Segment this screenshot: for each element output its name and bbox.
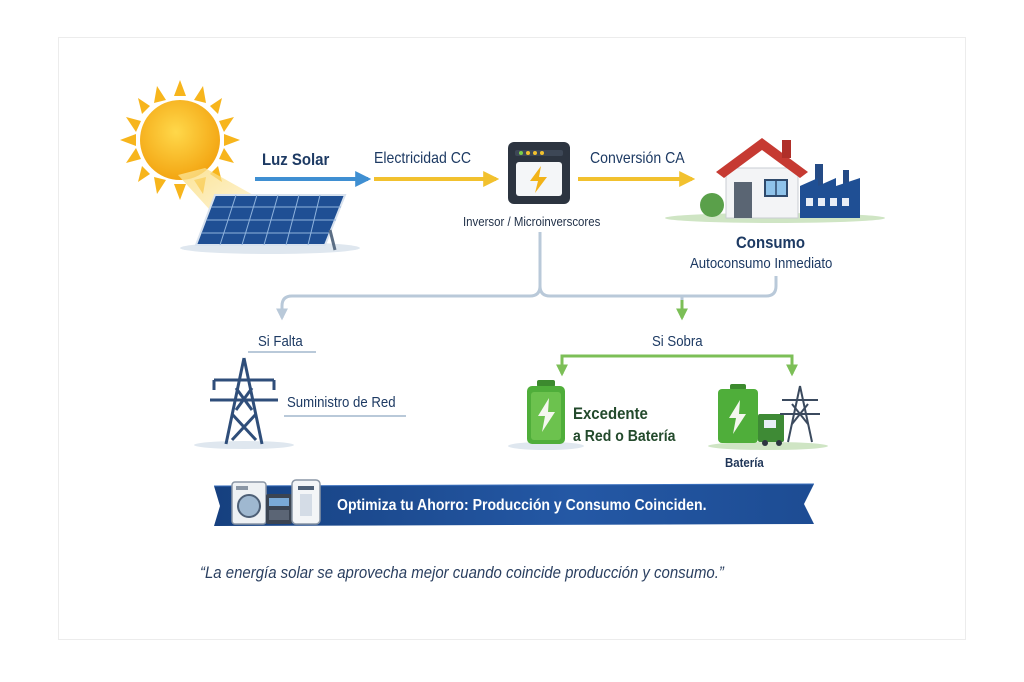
surplus-lines [560,354,794,372]
ac-conversion-label: Conversión CA [590,150,685,167]
power-tower-icon [780,385,820,443]
distribution-lines [276,232,778,321]
quote-text: “La energía solar se aprovecha mejor cua… [200,563,724,582]
shortfall-label: Si Falta [258,333,303,350]
excess-label-line2: a Red o Batería [573,428,676,445]
appliances-icon [231,479,321,525]
factory-icon [800,164,860,218]
self-consumption-label: Autoconsumo Inmediato [690,255,833,272]
solar-panel-icon [180,194,360,254]
battery-label: Batería [725,455,764,470]
battery-icon [508,380,584,450]
grid-supply-label: Suministro de Red [287,394,396,411]
inverter-icon [508,142,570,204]
house-icon [665,138,885,223]
battery-icon [708,384,828,450]
sunlight-label: Luz Solar [262,150,330,169]
banner-text: Optimiza tu Ahorro: Producción y Consumo… [337,497,707,514]
surplus-label: Si Sobra [652,333,703,350]
excess-label-line1: Excedente [573,404,648,423]
power-tower-icon [194,357,294,449]
consumption-label: Consumo [736,233,805,252]
inverter-label: Inversor / Microinverscores [463,214,601,229]
dc-electricity-label: Electricidad CC [374,150,472,167]
